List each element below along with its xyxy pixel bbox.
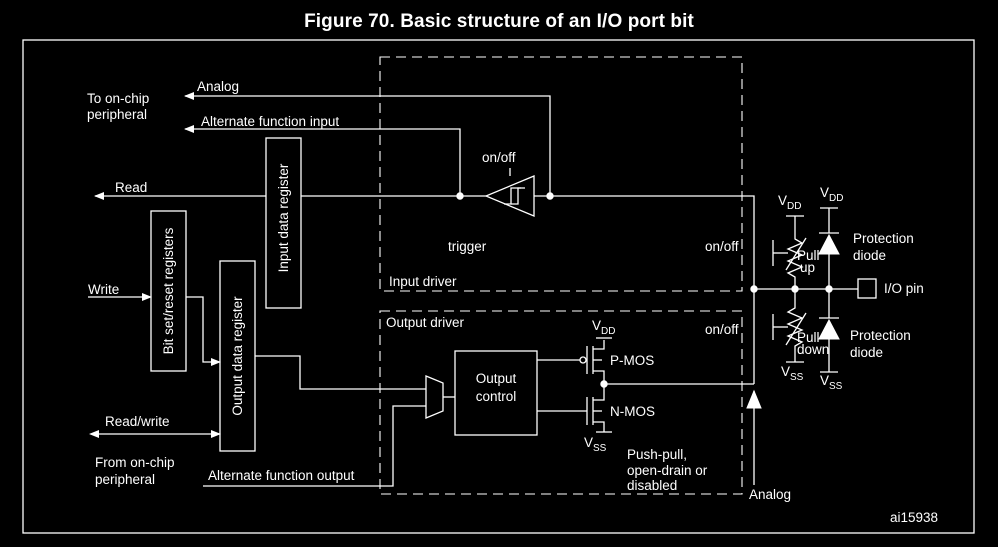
pull-up-label-2: up	[800, 260, 815, 275]
vss-diode-label: VSS	[820, 373, 843, 392]
pull-up-resistor-icon	[785, 215, 807, 289]
output-data-register	[219, 260, 256, 452]
output-driver-label: Output driver	[386, 315, 465, 330]
push-pull-label-1: Push-pull,	[627, 447, 687, 462]
input-driver-box	[379, 56, 743, 292]
alt-func-input-line	[184, 125, 461, 196]
schmitt-trigger-icon	[484, 168, 535, 217]
junction-dot	[546, 192, 554, 200]
vss-output-label: VSS	[584, 435, 607, 454]
p-mos-label: P-MOS	[610, 353, 654, 368]
read-label: Read	[115, 180, 147, 195]
from-on-chip-label-1: From on-chip	[95, 455, 175, 470]
pull-down-label-1: Pull	[797, 330, 820, 345]
bit-set-reset-registers	[150, 210, 187, 372]
from-on-chip-label-2: peripheral	[95, 472, 155, 487]
read-line	[534, 195, 755, 289]
p-mos-transistor-icon	[537, 340, 605, 384]
reference-id: ai15938	[890, 510, 938, 525]
input-data-register	[265, 137, 302, 309]
output-data-register-label: Output data register	[230, 296, 245, 416]
analog-line-top	[184, 92, 551, 196]
protection-diode-bottom-label-2: diode	[850, 345, 883, 360]
bsr-to-odr-line	[186, 296, 221, 366]
n-mos-transistor-icon	[537, 384, 605, 432]
push-pull-label-3: disabled	[627, 478, 677, 493]
push-pull-label-2: open-drain or	[627, 463, 708, 478]
figure-frame	[22, 39, 975, 534]
pull-down-label-2: down	[797, 342, 829, 357]
protection-diode-bottom-label-1: Protection	[850, 328, 911, 343]
pull-up-label-1: Pull	[797, 248, 820, 263]
pull-down-resistor-icon	[785, 289, 807, 363]
analog-bottom-label: Analog	[749, 487, 791, 502]
protection-diode-top-icon	[818, 207, 840, 289]
output-driver-box	[379, 310, 743, 495]
figure-title: Figure 70. Basic structure of an I/O por…	[304, 11, 694, 32]
output-control-block	[454, 350, 538, 436]
to-on-chip-label-2: peripheral	[87, 107, 147, 122]
junction-dot	[600, 380, 608, 388]
io-pin-icon	[857, 278, 877, 299]
to-on-chip-label-1: To on-chip	[87, 91, 149, 106]
analog-arrow-head	[746, 389, 762, 409]
vss-pulldown-label: VSS	[781, 364, 804, 383]
input-driver-label: Input driver	[389, 274, 457, 289]
output-control-label-1: Output	[476, 371, 517, 386]
bit-set-reset-label: Bit set/reset registers	[161, 227, 176, 354]
output-control-label-2: control	[476, 389, 517, 404]
pull-down-on-off-label: on/off	[705, 322, 739, 337]
write-label: Write	[88, 282, 119, 297]
trigger-label: trigger	[448, 239, 487, 254]
alt-func-output-line	[203, 405, 426, 487]
n-mos-label: N-MOS	[610, 404, 655, 419]
pull-up-on-off-label: on/off	[705, 239, 739, 254]
protection-diode-top-label-2: diode	[853, 248, 886, 263]
alt-func-input-label: Alternate function input	[201, 114, 339, 129]
alt-func-output-label: Alternate function output	[208, 468, 355, 483]
output-mux-icon	[425, 375, 444, 419]
io-pin-label: I/O pin	[884, 281, 924, 296]
vdd-output-label: VDD	[592, 318, 615, 337]
trigger-on-off-label: on/off	[482, 150, 516, 165]
vdd-pullup-label: VDD	[778, 193, 801, 212]
protection-diode-top-label-1: Protection	[853, 231, 914, 246]
junction-dot	[456, 192, 464, 200]
junction-dot	[750, 285, 758, 293]
input-data-register-label: Input data register	[276, 163, 291, 272]
read-write-label: Read/write	[105, 414, 170, 429]
protection-diode-bottom-icon	[818, 289, 840, 373]
analog-top-label: Analog	[197, 79, 239, 94]
odr-to-mux-line	[255, 355, 426, 390]
vdd-diode-label: VDD	[820, 185, 843, 204]
